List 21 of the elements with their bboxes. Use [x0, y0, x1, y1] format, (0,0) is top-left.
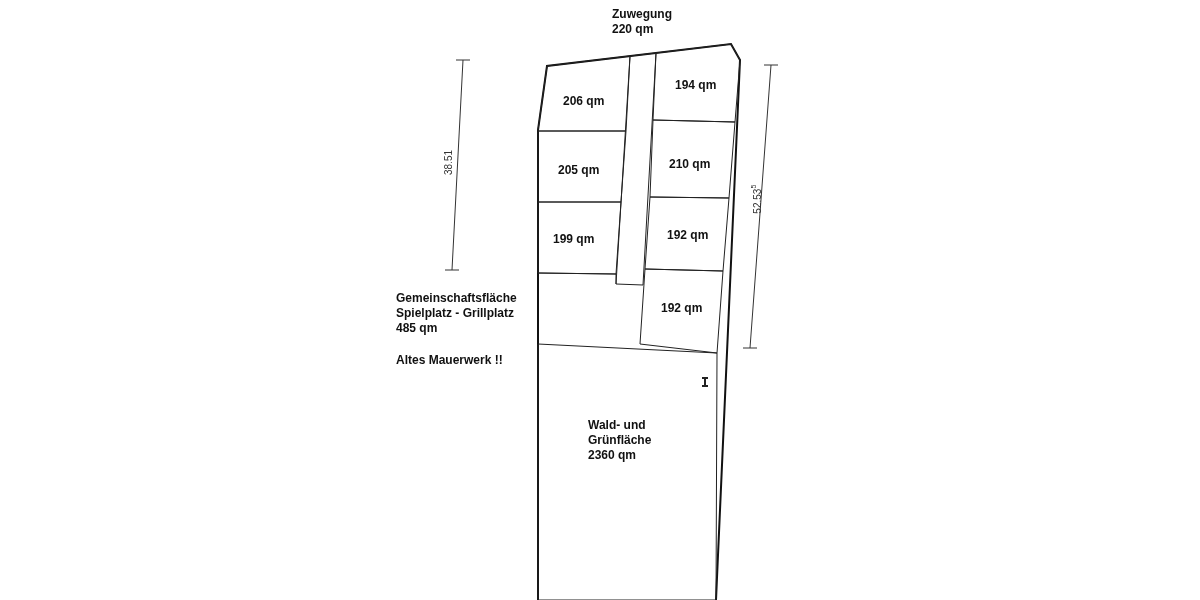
- area-label: 205 qm: [558, 163, 600, 178]
- plan-note: Zuwegung 220 qm: [612, 7, 673, 37]
- area-label: 192 qm: [661, 301, 703, 316]
- area-label: 192 qm: [667, 228, 709, 243]
- plot-area: [640, 269, 723, 353]
- area-label: 206 qm: [563, 94, 605, 109]
- plot-area: [538, 131, 626, 202]
- plot-area: [653, 44, 740, 122]
- plot-area: [538, 344, 717, 600]
- plot-area: [650, 120, 735, 198]
- area-label: 194 qm: [675, 78, 717, 93]
- plot-area: [645, 197, 729, 271]
- area-label: 2360 qm: [588, 448, 638, 463]
- plan-note: Gemeinschaftsfläche Spielplatz - Grillplatz 485 qm: [396, 291, 518, 336]
- plot-area: [538, 202, 621, 274]
- area-label: Wald- und Grünfläche: [588, 418, 653, 448]
- plot-area: [538, 56, 630, 131]
- area-label: 199 qm: [553, 232, 595, 247]
- area-label: 210 qm: [669, 157, 711, 172]
- plan-note: Altes Mauerwerk !!: [396, 353, 504, 368]
- dimension-label: 38.51: [443, 150, 454, 175]
